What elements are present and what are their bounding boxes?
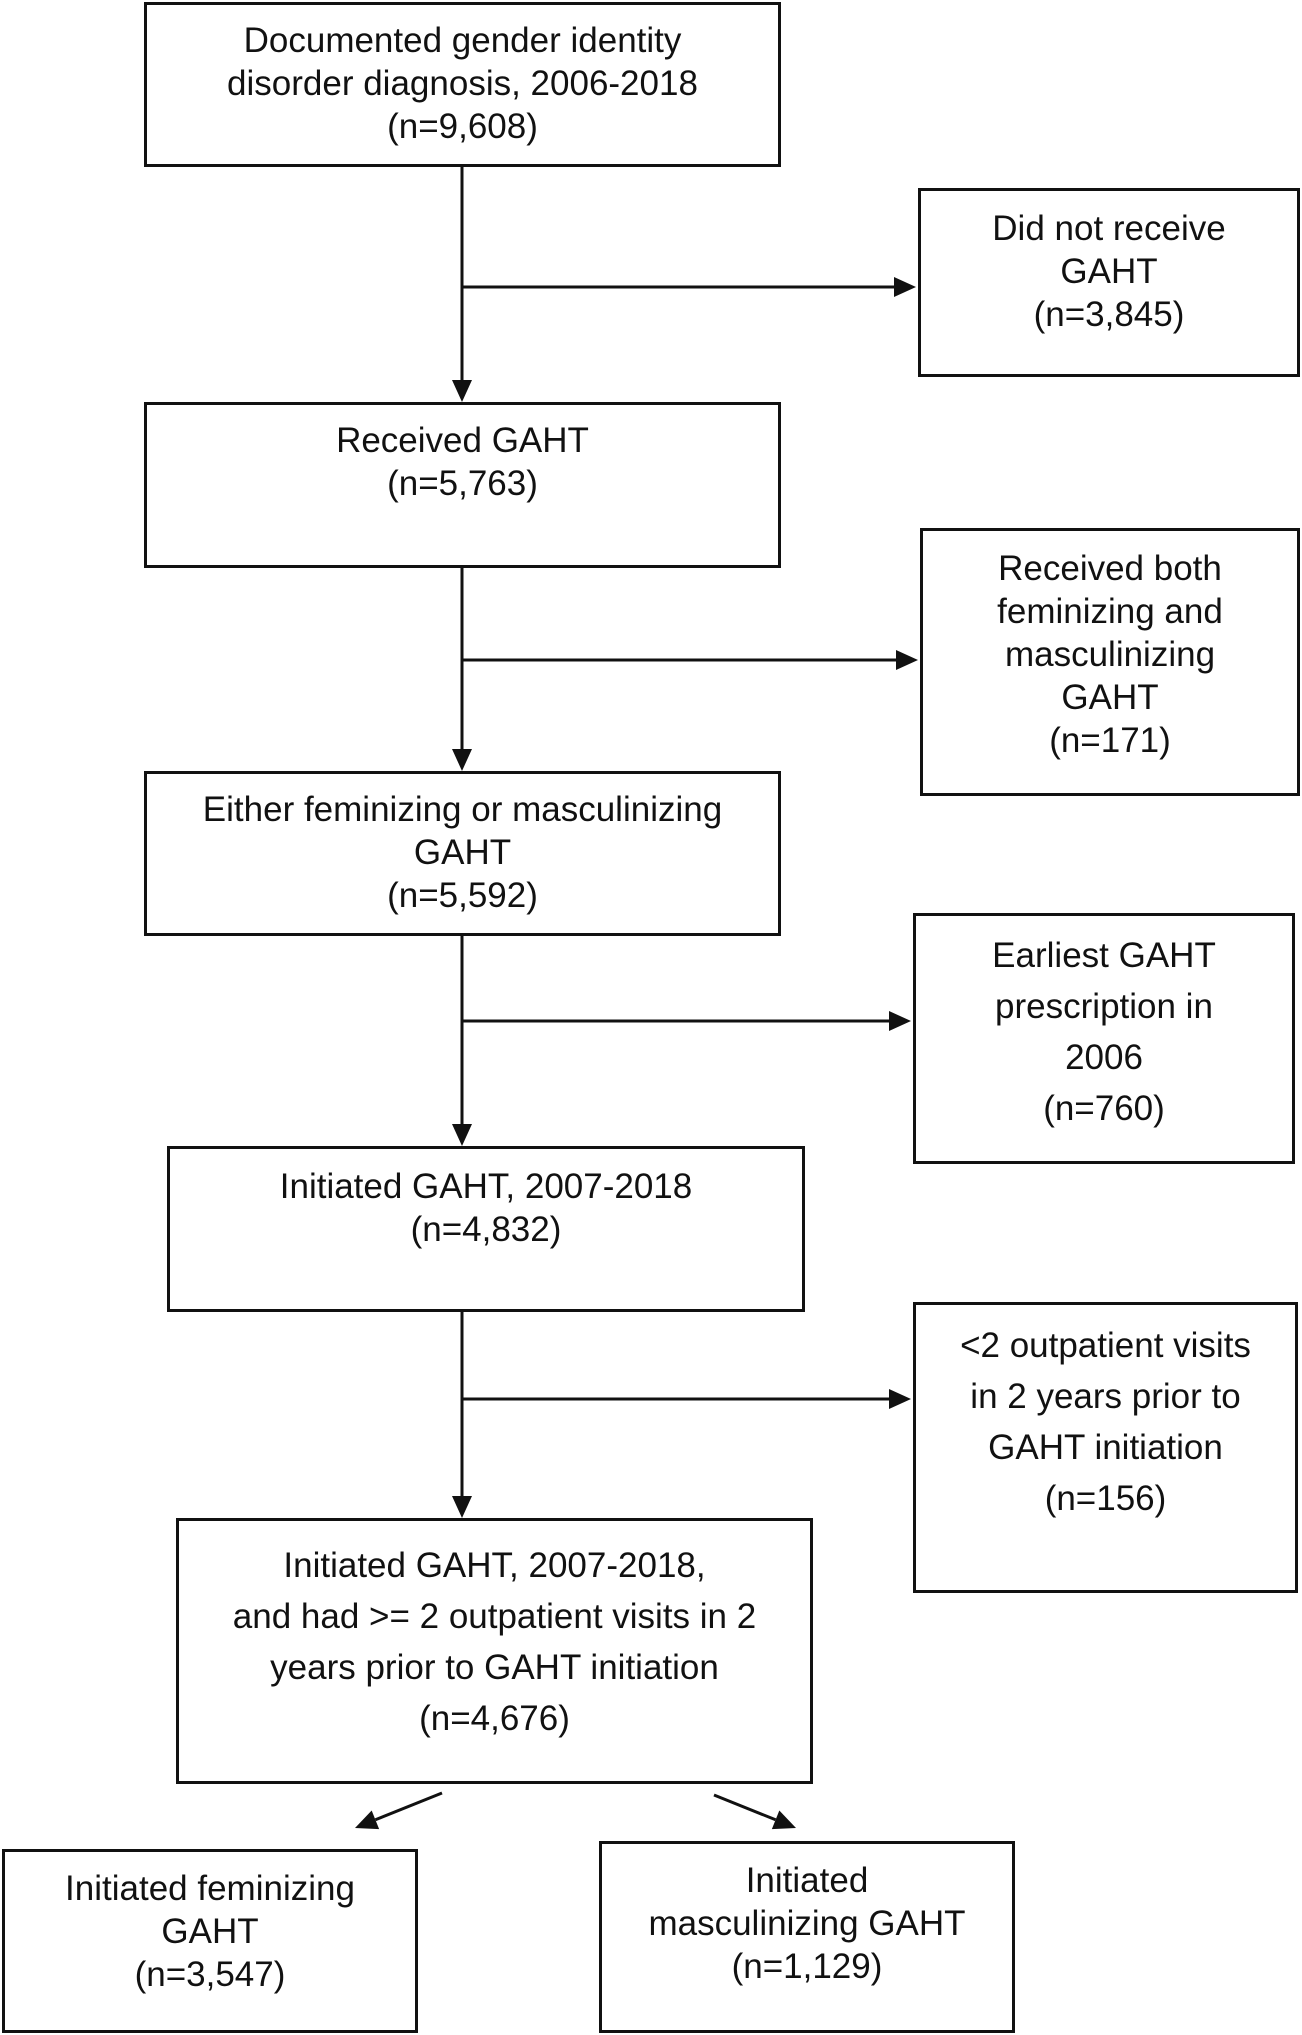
box-either-gaht-line-2: GAHT bbox=[413, 833, 512, 872]
box-received-both-gaht: Received both feminizing and masculinizi… bbox=[920, 528, 1300, 796]
box-initiated-feminizing: Initiated feminizing GAHT (n=3,547) bbox=[2, 1849, 418, 2033]
box-initiated-masculinizing-count: (n=1,129) bbox=[731, 1947, 883, 1986]
box-received-both-gaht-count: (n=171) bbox=[1049, 721, 1171, 760]
box-did-not-receive-gaht-count: (n=3,845) bbox=[1033, 295, 1185, 334]
arrow-to-earliest-prescription-head bbox=[889, 1011, 911, 1031]
arrow-to-feminizing-shaft bbox=[374, 1791, 443, 1822]
box-received-both-gaht-line-3: masculinizing bbox=[1004, 635, 1216, 674]
box-initiated-with-visits-line-2: and had >= 2 outpatient visits in 2 bbox=[232, 1597, 757, 1636]
box-diagnosis-line-2: disorder diagnosis, 2006-2018 bbox=[227, 64, 698, 103]
box-received-both-gaht-line-2: feminizing and bbox=[997, 592, 1223, 631]
box-diagnosis-count: (n=9,608) bbox=[387, 107, 538, 146]
box-either-gaht-count: (n=5,592) bbox=[387, 876, 538, 915]
box-received-gaht-count: (n=5,763) bbox=[387, 464, 538, 503]
arrow-to-did-not-receive-head bbox=[894, 277, 916, 297]
box-few-outpatient-visits-line-3: GAHT initiation bbox=[988, 1428, 1223, 1467]
arrow-received-to-either-head bbox=[452, 749, 472, 771]
box-few-outpatient-visits-count: (n=156) bbox=[1044, 1479, 1167, 1518]
box-received-both-gaht-line-1: Received both bbox=[998, 549, 1222, 588]
box-initiated-with-visits: Initiated GAHT, 2007-2018, and had >= 2 … bbox=[176, 1518, 813, 1784]
arrow-to-received-both-head bbox=[896, 650, 918, 670]
box-initiated-with-visits-line-3: years prior to GAHT initiation bbox=[270, 1648, 719, 1687]
box-earliest-prescription-count: (n=760) bbox=[1043, 1089, 1165, 1128]
box-either-gaht: Either feminizing or masculinizing GAHT … bbox=[144, 771, 781, 936]
box-initiated-masculinizing: Initiated masculinizing GAHT (n=1,129) bbox=[599, 1841, 1015, 2033]
box-earliest-prescription: Earliest GAHT prescription in 2006 (n=76… bbox=[913, 913, 1295, 1164]
arrow-diagnosis-to-received-head bbox=[452, 380, 472, 402]
box-initiated-feminizing-count: (n=3,547) bbox=[134, 1955, 286, 1994]
box-initiated-gaht-count: (n=4,832) bbox=[410, 1210, 562, 1249]
box-either-gaht-line-1: Either feminizing or masculinizing bbox=[202, 790, 723, 829]
box-initiated-gaht: Initiated GAHT, 2007-2018 (n=4,832) bbox=[167, 1146, 805, 1312]
box-few-outpatient-visits-line-1: <2 outpatient visits bbox=[960, 1326, 1251, 1365]
box-diagnosis-line-1: Documented gender identity bbox=[243, 21, 682, 60]
box-few-outpatient-visits-line-2: in 2 years prior to bbox=[970, 1377, 1241, 1416]
box-initiated-masculinizing-line-1: Initiated bbox=[745, 1861, 869, 1900]
box-did-not-receive-gaht-line-2: GAHT bbox=[1060, 252, 1158, 291]
arrow-initiated-to-visits-head bbox=[452, 1496, 472, 1518]
box-received-both-gaht-line-4: GAHT bbox=[1061, 678, 1159, 717]
box-did-not-receive-gaht: Did not receive GAHT (n=3,845) bbox=[918, 188, 1300, 377]
box-did-not-receive-gaht-line-1: Did not receive bbox=[992, 209, 1226, 248]
box-diagnosis: Documented gender identity disorder diag… bbox=[144, 2, 781, 167]
box-received-gaht-line-1: Received GAHT bbox=[336, 421, 589, 460]
box-initiated-masculinizing-line-2: masculinizing GAHT bbox=[648, 1904, 966, 1943]
box-initiated-feminizing-line-2: GAHT bbox=[161, 1912, 259, 1951]
box-initiated-feminizing-line-1: Initiated feminizing bbox=[65, 1869, 355, 1908]
box-few-outpatient-visits: <2 outpatient visits in 2 years prior to… bbox=[913, 1302, 1298, 1593]
arrow-to-few-visits-head bbox=[889, 1389, 911, 1409]
arrow-either-to-initiated-head bbox=[452, 1124, 472, 1146]
arrow-to-feminizing-head bbox=[355, 1810, 380, 1830]
box-initiated-gaht-line-1: Initiated GAHT, 2007-2018 bbox=[279, 1167, 693, 1206]
box-initiated-with-visits-line-1: Initiated GAHT, 2007-2018, bbox=[283, 1546, 706, 1585]
box-received-gaht: Received GAHT (n=5,763) bbox=[144, 402, 781, 568]
box-earliest-prescription-line-3: 2006 bbox=[1065, 1038, 1143, 1077]
box-initiated-with-visits-count: (n=4,676) bbox=[419, 1699, 570, 1738]
arrow-to-masculinizing-shaft bbox=[713, 1793, 777, 1822]
box-earliest-prescription-line-2: prescription in bbox=[995, 987, 1213, 1026]
arrow-to-masculinizing-head bbox=[771, 1810, 796, 1830]
box-earliest-prescription-line-1: Earliest GAHT bbox=[992, 936, 1216, 975]
